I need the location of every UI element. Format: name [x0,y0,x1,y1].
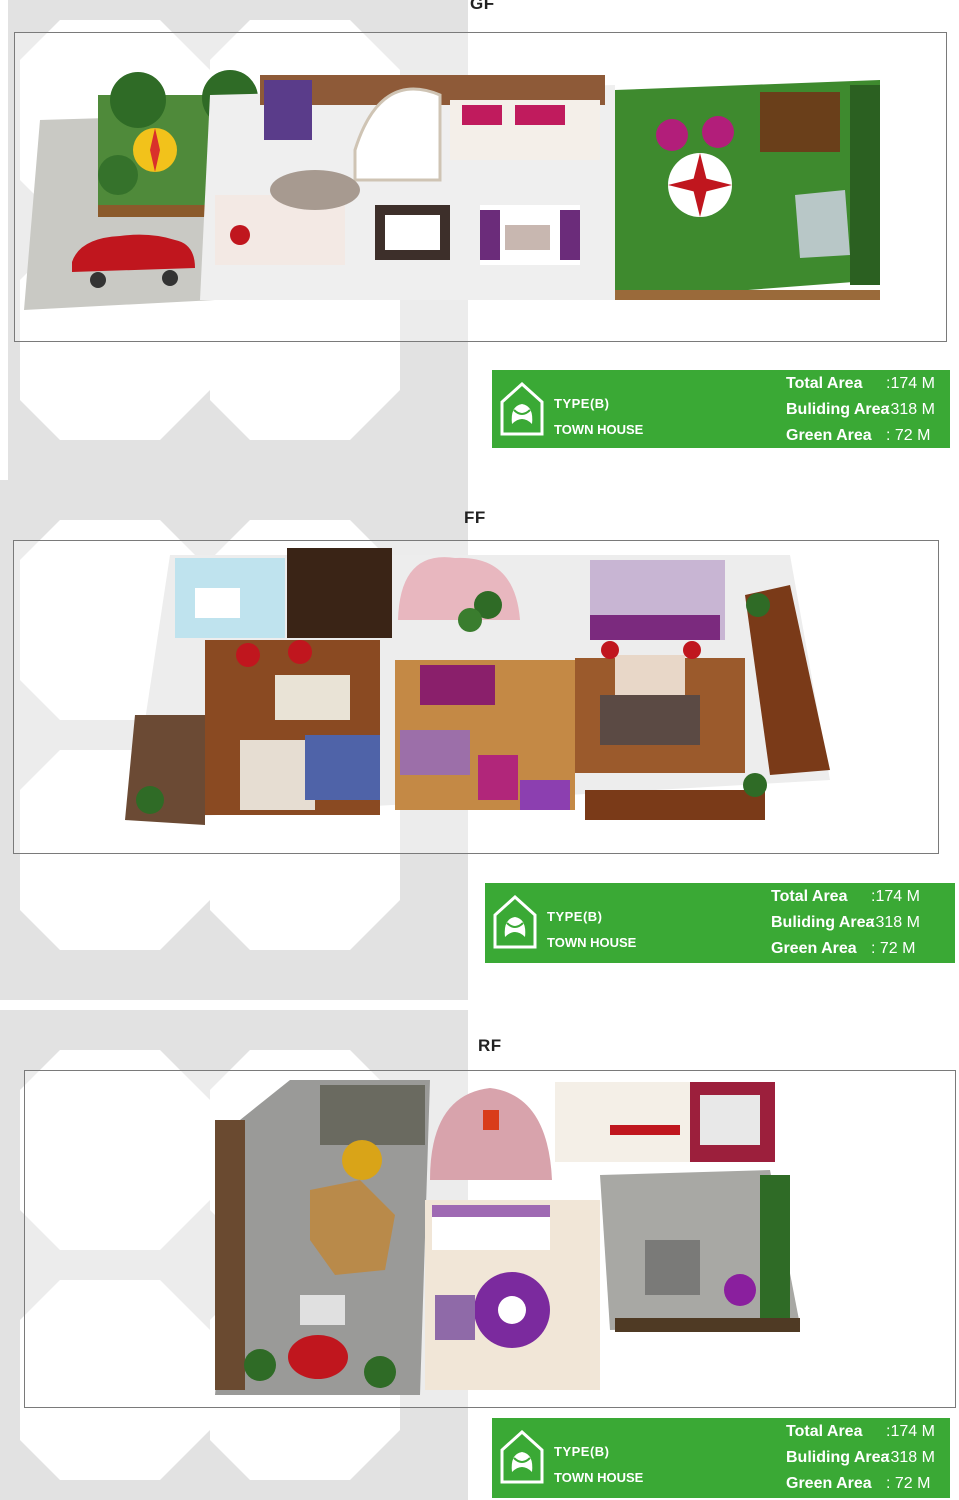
house-leaf-logo-icon [493,895,537,949]
floor-section-gf: GF [0,0,959,480]
house-type-label: TOWN HOUSE [554,422,644,437]
area-stats: Total Area :174 M Buliding Area :318 M G… [763,885,941,963]
building-area-value: :318 M [871,914,920,931]
building-area-value: :318 M [886,1449,935,1466]
property-info-bar: TYPE(B) TOWN HOUSE Total Area :174 M Bul… [492,370,950,448]
building-area-label: Buliding Area [786,1449,890,1466]
car-icon [72,234,195,272]
total-area-label: Total Area [786,1423,863,1440]
green-area-label: Green Area [786,1475,872,1492]
green-area-label: Green Area [786,427,872,444]
property-info-bar: TYPE(B) TOWN HOUSE Total Area :174 M Bul… [492,1418,950,1498]
house-type-label: TOWN HOUSE [547,935,637,950]
property-info-bar: TYPE(B) TOWN HOUSE Total Area :174 M Bul… [485,883,955,963]
roof-floor-render [215,1080,800,1395]
house-leaf-logo-icon [500,1430,544,1484]
green-area-row: Green Area : 72 M [778,424,948,450]
floor-title: FF [464,508,486,527]
total-area-row: Total Area :174 M [778,1420,948,1446]
building-area-label: Buliding Area [771,914,875,931]
floor-section-ff: FF [0,480,959,1000]
floor-title: GF [470,0,495,13]
green-area-value: : 72 M [886,427,931,444]
building-area-row: Buliding Area :318 M [778,1446,948,1472]
floor-section-rf: RF [0,1000,959,1500]
first-floor-render [125,548,830,825]
total-area-row: Total Area :174 M [778,372,948,398]
total-area-row: Total Area :174 M [763,885,941,911]
total-area-label: Total Area [771,888,848,905]
green-area-row: Green Area : 72 M [778,1472,948,1498]
type-label: TYPE(B) [554,396,610,411]
type-label: TYPE(B) [547,909,603,924]
green-area-row: Green Area : 72 M [763,937,941,963]
floor-title: RF [478,1036,502,1055]
area-stats: Total Area :174 M Buliding Area :318 M G… [778,372,948,450]
building-area-label: Buliding Area [786,401,890,418]
green-area-label: Green Area [771,940,857,957]
building-area-row: Buliding Area :318 M [778,398,948,424]
house-type-label: TOWN HOUSE [554,1470,644,1485]
area-stats: Total Area :174 M Buliding Area :318 M G… [778,1420,948,1498]
total-area-label: Total Area [786,375,863,392]
house-leaf-logo-icon [500,382,544,436]
ground-floor-render [24,70,880,310]
green-area-value: : 72 M [886,1475,931,1492]
total-area-value: :174 M [871,888,920,905]
type-label: TYPE(B) [554,1444,610,1459]
total-area-value: :174 M [886,1423,935,1440]
green-area-value: : 72 M [871,940,916,957]
building-area-row: Buliding Area :318 M [763,911,941,937]
total-area-value: :174 M [886,375,935,392]
building-area-value: :318 M [886,401,935,418]
